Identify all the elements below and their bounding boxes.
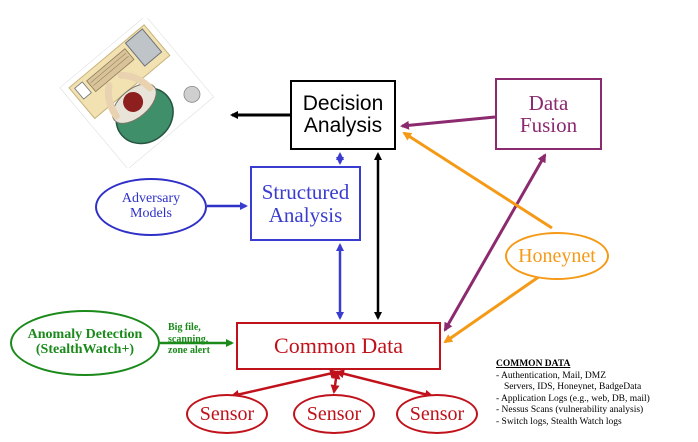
sensor-ellipse: Sensor <box>186 394 268 434</box>
anomaly-note-line-2: scanning, <box>168 333 209 345</box>
anomaly-detection-ellipse: Anomaly Detection (StealthWatch+) <box>10 310 160 376</box>
common-data-notes: COMMON DATA - Authentication, Mail, DMZ … <box>496 359 696 428</box>
anomaly-note-line-1: Big file, <box>168 322 201 333</box>
common-data-box: Common Data <box>236 322 441 370</box>
decision-analysis-line-1: Decision <box>302 91 384 115</box>
sensor-label: Sensor <box>306 402 362 425</box>
data-fusion-line-2: Fusion <box>519 113 578 137</box>
structured-analysis-box: Structured Analysis <box>250 166 361 241</box>
common-data-notes-item: Servers, IDS, Honeynet, BadgeData <box>504 382 642 393</box>
anomaly-detection-line-2: (StealthWatch+) <box>35 342 135 357</box>
decision-analysis-line-2: Analysis <box>303 114 383 137</box>
arrow-sensor-1-common-data <box>230 369 339 399</box>
adversary-models-ellipse: Adversary Models <box>95 178 207 236</box>
adversary-models-line-2: Models <box>130 206 172 221</box>
sensor-label: Sensor <box>199 402 255 425</box>
arrow-sensor-3-common-data <box>335 369 434 399</box>
common-data-notes-item: - Application Logs (e.g., web, DB, mail) <box>496 393 650 404</box>
honeynet-ellipse: Honeynet <box>505 232 609 280</box>
anomaly-note-line-3: zone alert <box>168 345 210 356</box>
adversary-models-line-1: Adversary <box>121 191 181 207</box>
honeynet-label: Honeynet <box>518 244 596 267</box>
data-fusion-box: Data Fusion <box>495 78 602 150</box>
analyst-at-desk-icon <box>59 18 215 168</box>
structured-analysis-line-1: Structured <box>261 180 350 205</box>
data-fusion-line-1: Data <box>528 90 569 115</box>
sensor-label: Sensor <box>409 402 465 425</box>
common-data-notes-item: - Authentication, Mail, DMZ <box>496 370 607 381</box>
arrow-fusion-to-decision <box>400 115 496 130</box>
arrow-honeynet-to-common-data <box>443 274 541 344</box>
common-data-label: Common Data <box>274 333 403 359</box>
common-data-notes-item: - Switch logs, Stealth Watch logs <box>496 416 622 427</box>
sensor-ellipse: Sensor <box>293 394 375 434</box>
arrow-common-data-fusion <box>443 153 547 332</box>
sensor-ellipse: Sensor <box>396 394 478 434</box>
arrow-sensor-2-common-data <box>330 370 341 394</box>
common-data-notes-heading: COMMON DATA <box>496 359 571 369</box>
anomaly-note: Big file, scanning, zone alert <box>168 322 236 357</box>
arrow-honeynet-to-decision <box>402 131 553 230</box>
structured-analysis-line-2: Analysis <box>268 202 343 227</box>
decision-analysis-box: Decision Analysis <box>290 80 396 150</box>
common-data-notes-item: - Nessus Scans (vulnerability analysis) <box>496 405 644 416</box>
anomaly-detection-line-1: Anomaly Detection <box>27 327 143 343</box>
